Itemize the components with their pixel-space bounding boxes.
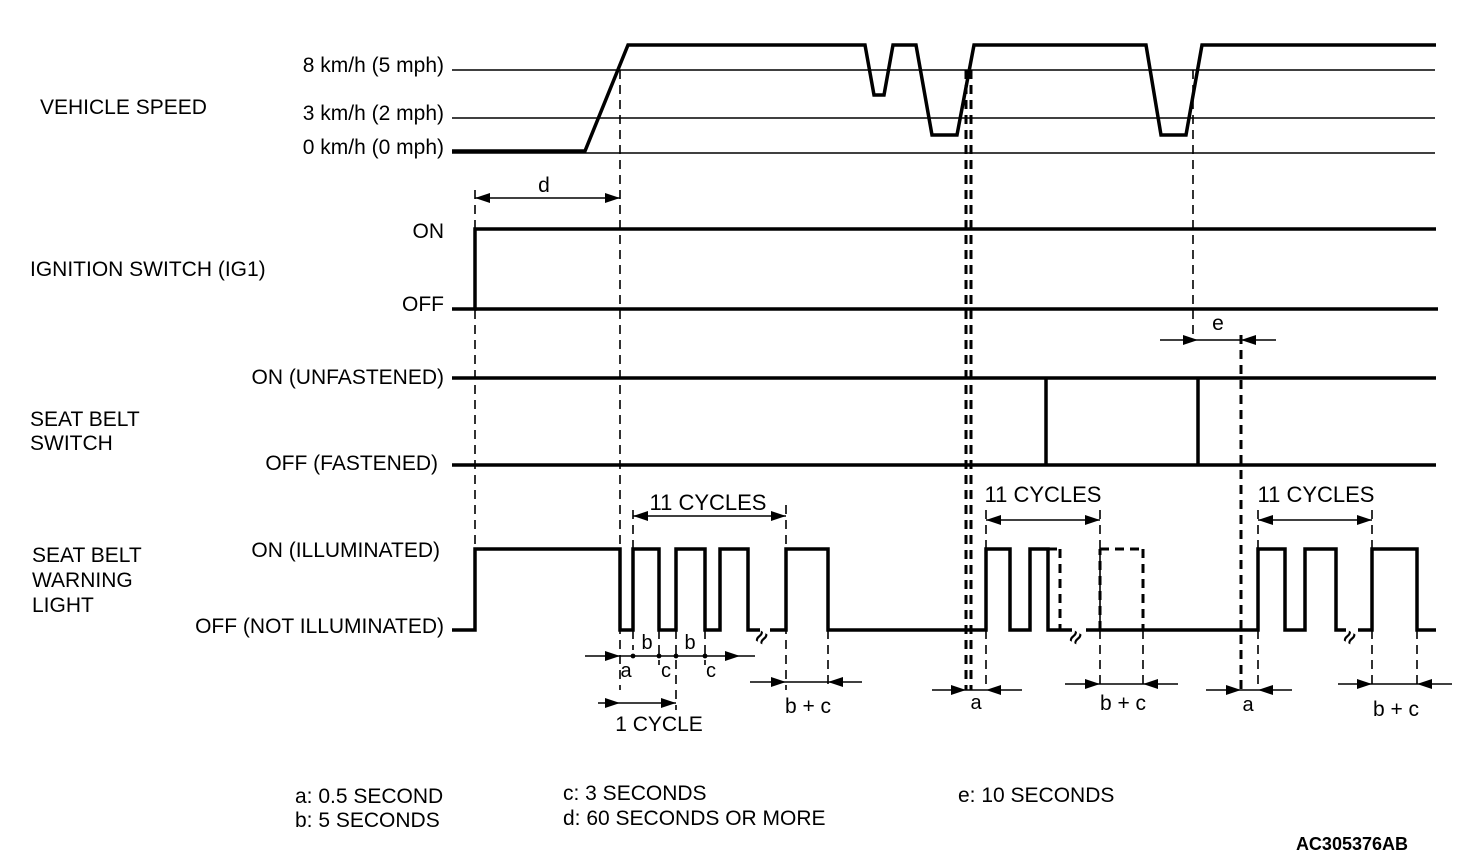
vehicle-speed-signal [452, 43, 1436, 153]
b-plus-c-3: b + c [1338, 679, 1452, 721]
label-b-1: b [641, 632, 652, 654]
label-b-plus-c-1: b + c [785, 695, 831, 718]
warning-light-signal [452, 547, 1436, 632]
legend-d: d: 60 SECONDS OR MORE [563, 807, 826, 830]
label-a-1: a [620, 660, 632, 682]
label-c-1: c [661, 660, 671, 682]
label-a-3: a [1242, 694, 1254, 716]
ignition-off-level: OFF [402, 293, 444, 316]
light-on-level: ON (ILLUMINATED) [251, 539, 440, 562]
row-labels: VEHICLE SPEED IGNITION SWITCH (IG1) SEAT… [30, 96, 266, 617]
label-e: e [1212, 312, 1224, 335]
belt-off-level: OFF (FASTENED) [265, 452, 438, 475]
speed-level-0: 0 km/h (0 mph) [303, 136, 444, 159]
figure-id: AC305376AB [1296, 834, 1408, 854]
ignition-signal [452, 227, 1436, 311]
label-d: d [538, 174, 550, 197]
label-b-plus-c-3: b + c [1373, 698, 1419, 721]
eleven-cycles-3: 11 CYCLES [1258, 482, 1375, 525]
ignition-on-level: ON [413, 220, 445, 243]
speed-level-8: 8 km/h (5 mph) [303, 54, 444, 77]
label-eleven-cycles-3: 11 CYCLES [1258, 482, 1375, 507]
seat-belt-switch-signal [452, 376, 1436, 467]
cycle-detail-1: a b c b c 1 CYCLE [585, 632, 755, 736]
label-b-plus-c-2: b + c [1100, 692, 1146, 715]
label-b-2: b [684, 632, 695, 654]
legend-c: c: 3 SECONDS [563, 782, 707, 805]
warning-light-label-line3: LIGHT [32, 594, 94, 617]
legend-e: e: 10 SECONDS [958, 784, 1114, 807]
speed-level-3: 3 km/h (2 mph) [303, 102, 444, 125]
legend-b: b: 5 SECONDS [295, 809, 440, 832]
label-one-cycle: 1 CYCLE [615, 713, 703, 736]
legend-a: a: 0.5 SECOND [295, 785, 443, 808]
legend: a: 0.5 SECOND b: 5 SECONDS c: 3 SECONDS … [295, 782, 1114, 832]
guide-lines [474, 70, 1418, 710]
warning-light-label-line1: SEAT BELT [32, 544, 142, 567]
eleven-cycles-2: 11 CYCLES [985, 482, 1102, 525]
speed-reference-lines [452, 69, 1435, 154]
level-labels: 8 km/h (5 mph) 3 km/h (2 mph) 0 km/h (0 … [195, 54, 444, 638]
warning-light-label-line2: WARNING [32, 569, 133, 592]
label-a-2: a [970, 692, 982, 714]
belt-on-level: ON (UNFASTENED) [251, 366, 444, 389]
b-plus-c-2: b + c [1065, 679, 1178, 715]
a-dimension-3: a [1206, 685, 1292, 716]
light-off-level: OFF (NOT ILLUMINATED) [195, 615, 444, 638]
eleven-cycles-1: 11 CYCLES [633, 490, 786, 521]
label-eleven-cycles-1: 11 CYCLES [650, 490, 767, 515]
seat-belt-switch-label-line2: SWITCH [30, 432, 113, 455]
ignition-switch-label: IGNITION SWITCH (IG1) [30, 258, 266, 281]
dimension-e: e [1160, 312, 1276, 345]
b-plus-c-1: b + c [750, 677, 862, 718]
seat-belt-switch-label-line1: SEAT BELT [30, 408, 140, 431]
a-dimension-2: a [932, 685, 1022, 714]
label-eleven-cycles-2: 11 CYCLES [985, 482, 1102, 507]
break-mark-2: ≈ [1062, 626, 1090, 649]
label-c-2: c [706, 660, 716, 682]
vehicle-speed-label: VEHICLE SPEED [40, 96, 207, 119]
dimension-d: d [475, 174, 620, 203]
